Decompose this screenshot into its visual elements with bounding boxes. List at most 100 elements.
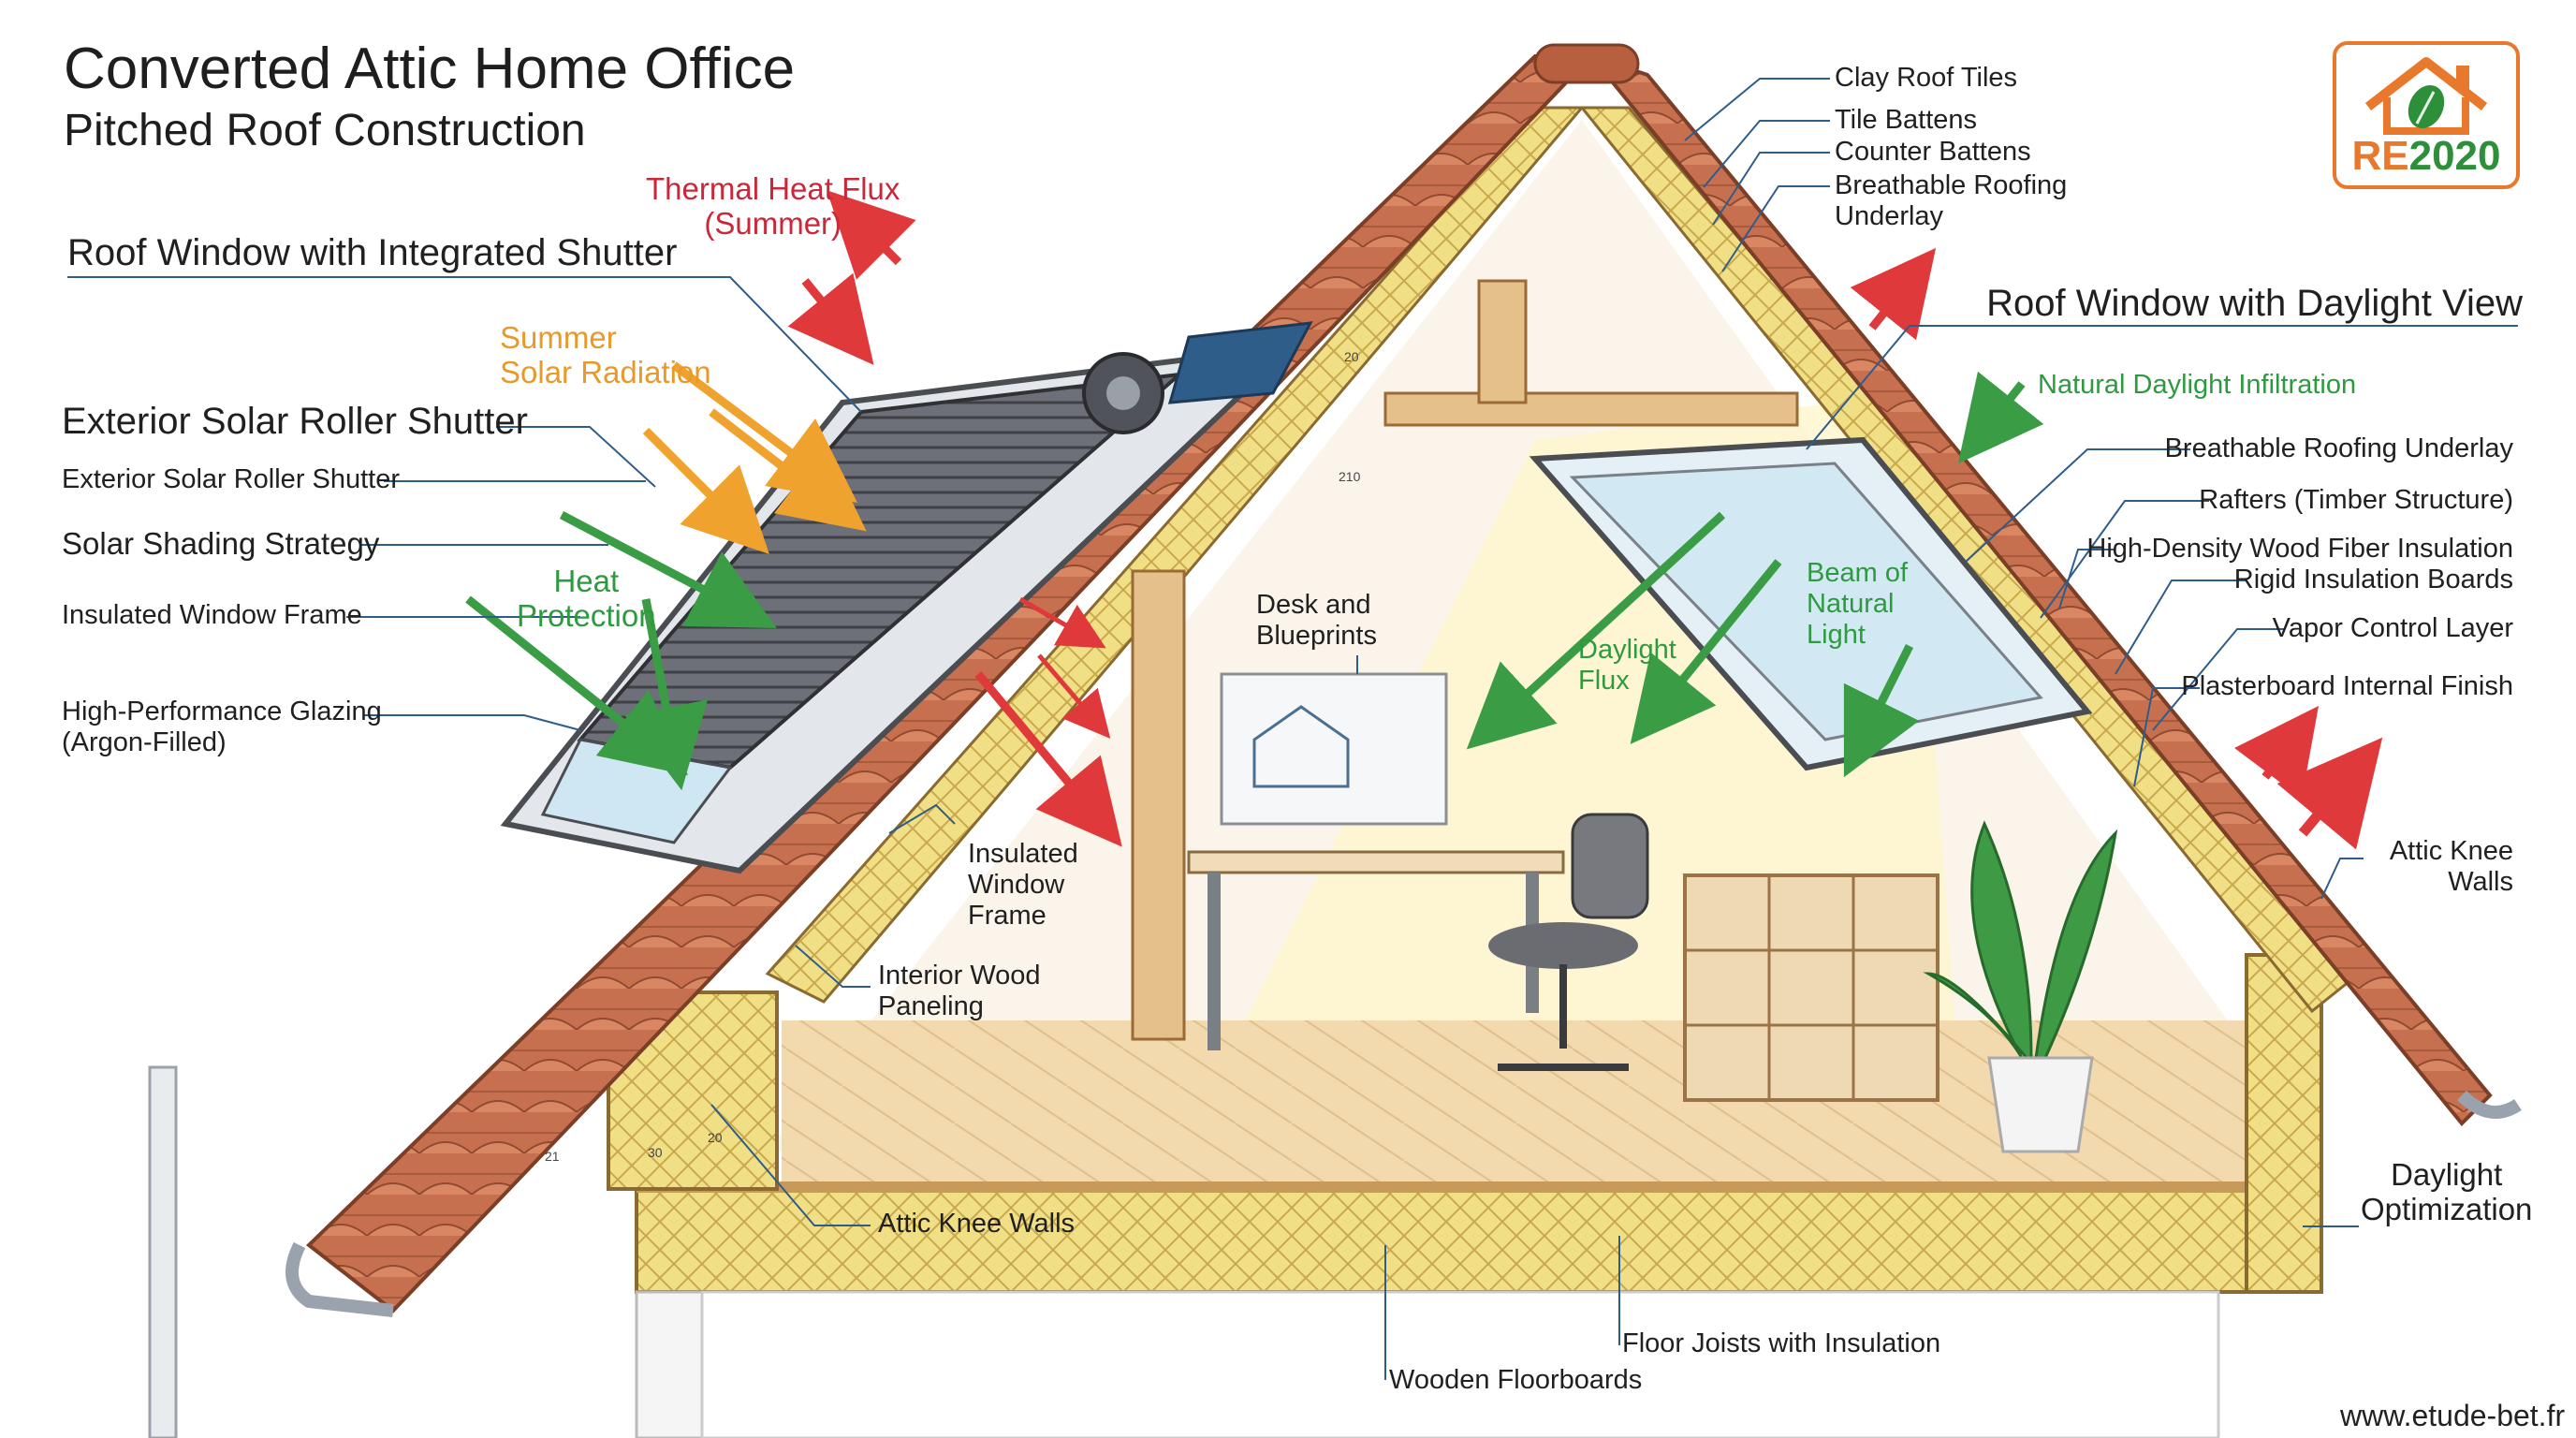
blueprint-house-sketch xyxy=(1252,705,1350,788)
label-thermal-heat-flux: Thermal Heat Flux(Summer) xyxy=(646,171,900,241)
daylight-window-glass xyxy=(1569,462,2043,741)
left-downpipe xyxy=(148,1065,178,1438)
leader-underlay-top xyxy=(1721,185,1830,272)
leader-insulated-frame-center xyxy=(888,803,956,834)
bookshelf xyxy=(1683,873,1939,1102)
label-solar-shading-strategy: Solar Shading Strategy xyxy=(62,526,380,561)
label-insulated-window-frame-left: Insulated Window Frame xyxy=(62,600,362,630)
office-chair-back xyxy=(1571,813,1649,919)
dimension-1: 20 xyxy=(1344,349,1359,364)
label-exterior-shutter: Exterior Solar Roller Shutter xyxy=(62,464,401,494)
label-natural-daylight-infiltration: Natural Daylight Infiltration xyxy=(2038,370,2357,400)
heat-flux-arrow-1 xyxy=(827,190,916,280)
label-attic-knee-walls-left: Attic Knee Walls xyxy=(878,1209,1076,1239)
label-breathable-underlay-right: Breathable Roofing Underlay xyxy=(2164,433,2513,463)
king-post xyxy=(1477,279,1528,404)
leader-roof-window-daylight xyxy=(1806,325,2518,450)
diagram-title: Converted Attic Home Office xyxy=(64,37,796,101)
solar-arrow-2 xyxy=(709,408,867,532)
website-url[interactable]: www.etude-bet.fr xyxy=(2340,1399,2566,1432)
badge-label: RE2020 xyxy=(2351,133,2501,179)
daylight-arrow-3 xyxy=(1630,559,1782,744)
solar-arrow-3 xyxy=(642,427,769,554)
leader-clay-tiles xyxy=(1684,78,1830,141)
blueprint-board xyxy=(1220,672,1448,826)
timber-post xyxy=(1131,569,1186,1041)
label-tile-battens: Tile Battens xyxy=(1835,105,1978,135)
heat-flux-arrow-4 xyxy=(1018,596,1106,649)
heat-flux-arrow-5 xyxy=(1037,653,1111,739)
leader-tile-battens xyxy=(1703,120,1830,188)
office-chair-seat xyxy=(1488,922,1638,969)
heat-flux-arrow-8 xyxy=(2276,737,2383,850)
left-insulation-layer xyxy=(765,106,1586,1004)
desk-leg-left xyxy=(1208,873,1221,1050)
lower-room xyxy=(700,1290,2220,1438)
dimension-4: 21 xyxy=(545,1149,560,1164)
floorboard-strip xyxy=(637,1181,2321,1193)
heat-protection-arrow-2 xyxy=(465,595,689,776)
leader-vapor xyxy=(2152,628,2284,731)
right-knee-wall xyxy=(2245,953,2323,1294)
dimension-5: 20 xyxy=(708,1130,723,1145)
label-roof-window-daylight: Roof Window with Daylight View xyxy=(1986,283,2523,324)
label-high-performance-glazing: High-Performance Glazing(Argon-Filled) xyxy=(62,697,382,757)
plant-pot xyxy=(1987,1056,2094,1153)
leader-counter-battens xyxy=(1712,152,1830,226)
lower-wall-left xyxy=(635,1290,704,1438)
daylight-arrow-1 xyxy=(1957,371,2044,464)
leader-knee-walls-left xyxy=(710,1104,871,1226)
leader-plasterboard xyxy=(2133,687,2200,787)
label-rigid-insulation: Rigid Insulation Boards xyxy=(2233,565,2513,594)
label-counter-battens: Counter Battens xyxy=(1835,137,2031,167)
leader-underlay-right xyxy=(1965,448,2190,563)
left-gutter xyxy=(285,1241,394,1317)
dimension-2: 210 xyxy=(1339,469,1361,484)
diagram-subtitle: Pitched Roof Construction xyxy=(64,106,586,155)
label-floor-joists: Floor Joists with Insulation xyxy=(1622,1328,1941,1358)
leader-wood-fiber xyxy=(2058,549,2115,609)
label-exterior-shutter-large: Exterior Solar Roller Shutter xyxy=(62,401,528,442)
plant-leaves xyxy=(1923,820,2118,1059)
daylight-arrow-2 xyxy=(1466,511,1726,750)
re2020-badge: RE2020 xyxy=(2333,41,2520,189)
heat-flux-arrow-3 xyxy=(974,671,1122,847)
dimension-3: 30 xyxy=(648,1145,663,1160)
collar-beam xyxy=(1383,391,1799,427)
label-wood-fiber-insulation: High-Density Wood Fiber Insulation xyxy=(2086,534,2513,564)
leader-lines xyxy=(67,78,2518,1380)
label-vapor-control: Vapor Control Layer xyxy=(2272,613,2513,643)
label-rafters: Rafters (Timber Structure) xyxy=(2199,485,2513,515)
label-roof-window-shutter: Roof Window with Integrated Shutter xyxy=(67,232,678,273)
heat-flux-arrow-6 xyxy=(1850,247,1937,341)
left-knee-wall xyxy=(607,990,779,1191)
label-plasterboard: Plasterboard Internal Finish xyxy=(2181,671,2513,701)
daylight-arrow-4 xyxy=(1843,643,1920,778)
leader-exterior-shutter-large xyxy=(496,426,656,488)
leader-glazing xyxy=(363,714,581,731)
leader-wood-paneling xyxy=(795,945,871,988)
house-leaf-icon xyxy=(2364,57,2488,135)
leader-roof-window-shutter xyxy=(67,276,862,413)
leader-rigid xyxy=(2115,580,2247,675)
heat-flux-arrow-2 xyxy=(787,272,874,365)
solar-panel xyxy=(1167,321,1313,404)
floor-joists xyxy=(635,1187,2323,1294)
label-clay-roof-tiles: Clay Roof Tiles xyxy=(1835,63,2018,93)
heat-protection-arrow-1 xyxy=(559,511,777,628)
heat-flux-arrow-7 xyxy=(2234,706,2319,799)
right-gutter xyxy=(2457,1090,2522,1119)
ridge-tile xyxy=(1533,43,1640,84)
label-wooden-floorboards: Wooden Floorboards xyxy=(1389,1365,1643,1395)
